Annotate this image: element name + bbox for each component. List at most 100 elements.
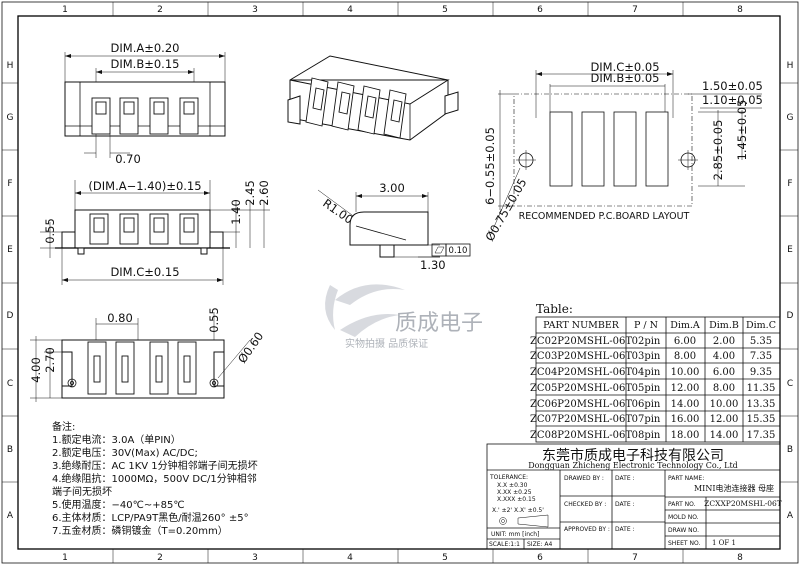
note-line: 3.绝缘耐压：AC 1KV 1分钟相邻端子间无损坏 bbox=[52, 459, 258, 472]
dim-a-label: DIM.A±0.20 bbox=[111, 41, 180, 55]
front-terminals bbox=[91, 97, 199, 135]
pcb-layout: DIM.C±0.05 DIM.B±0.05 1.50±0.05 1.10±0.0… bbox=[482, 60, 762, 244]
approved-by-label: APPROVED BY : bbox=[564, 526, 610, 533]
row-label-right: G bbox=[787, 113, 794, 123]
col-label-bottom: 5 bbox=[442, 553, 448, 563]
tolerance-label: TOLERANCE: bbox=[489, 474, 528, 481]
pitch-label: 0.70 bbox=[115, 152, 141, 166]
table-cell: 9.35 bbox=[750, 367, 772, 378]
table-cell: 2.00 bbox=[713, 336, 735, 347]
table-cell: ZC04P20MSHL-06T bbox=[530, 367, 632, 378]
row-label-left: H bbox=[7, 61, 14, 71]
bottom-pitch-label: 0.80 bbox=[107, 311, 133, 325]
table-cell: 5.35 bbox=[750, 336, 772, 347]
flatness-callout: 0.10 bbox=[431, 243, 471, 257]
angle-tolerance: X.' ±2' X.X' ±0.5' bbox=[492, 507, 544, 514]
side-view: (DIM.A−1.40)±0.15 1.40 2.45 2.60 0.55 DI… bbox=[40, 179, 271, 285]
side-terminals bbox=[89, 213, 199, 245]
table-header: Dim.A bbox=[670, 320, 700, 331]
table-title: Table: bbox=[536, 302, 573, 316]
col-label-top: 5 bbox=[442, 5, 448, 15]
table-cell: 14.00 bbox=[671, 399, 700, 410]
note-line: 5.使用温度：−40℃~+85℃ bbox=[52, 498, 185, 511]
notes: 备注: 1.额定电流：3.0A（单PIN） 2.额定电压：30V(Max) AC… bbox=[52, 420, 258, 537]
flatness-tol-label: 0.10 bbox=[449, 246, 468, 256]
note-line: 2.额定电压：30V(Max) AC/DC; bbox=[52, 446, 198, 459]
col-label-top: 4 bbox=[347, 5, 353, 15]
table-cell: ZC08P20MSHL-06T bbox=[530, 430, 632, 441]
checked-by-label: CHECKED BY : bbox=[564, 501, 606, 508]
col-label-top: 7 bbox=[632, 5, 638, 15]
table-cell: 08pin bbox=[632, 430, 661, 441]
table-header: PART NUMBER bbox=[543, 320, 620, 331]
note-line: 6.主体材质：LCP/PA9T黑色/耐温260° ±5° bbox=[52, 511, 249, 524]
iso-terminals bbox=[305, 77, 407, 139]
note-line: 4.绝缘阻抗：1000MΩ，500V DC/1分钟相邻 bbox=[52, 472, 257, 485]
table-cell: 7.35 bbox=[750, 351, 772, 362]
profile-width-label: 3.00 bbox=[379, 181, 405, 195]
row-label-right: E bbox=[787, 245, 793, 255]
side-h3-label: 2.60 bbox=[257, 180, 271, 206]
mold-no-label: MOLD NO. bbox=[668, 514, 699, 521]
note-line: 1.额定电流：3.0A（单PIN） bbox=[52, 433, 181, 446]
pcb-caption: RECOMMENDED P.C.BOARD LAYOUT bbox=[519, 211, 690, 222]
col-label-bottom: 6 bbox=[537, 553, 543, 563]
col-label-bottom: 1 bbox=[62, 553, 68, 563]
row-label-right: H bbox=[787, 61, 794, 71]
part-no-value: ZCXXP20MSHL-06T bbox=[704, 499, 782, 508]
unit-label: UNIT: mm [inch] bbox=[491, 531, 539, 538]
table-cell: 14.00 bbox=[710, 430, 739, 441]
table-header: Dim.C bbox=[746, 320, 776, 331]
table-cell: 07pin bbox=[632, 414, 661, 425]
table-cell: 10.00 bbox=[671, 367, 700, 378]
table-cell: 8.00 bbox=[674, 351, 696, 362]
table-cell: ZC02P20MSHL-06T bbox=[530, 336, 632, 347]
table-cell: 05pin bbox=[632, 383, 661, 394]
col-label-top: 6 bbox=[537, 5, 543, 15]
pcb-d2-label: 1.10±0.05 bbox=[702, 93, 763, 107]
pcb-dim-b-label: DIM.B±0.05 bbox=[591, 71, 660, 85]
isometric-view bbox=[287, 55, 459, 141]
profile-height-label: 1.30 bbox=[420, 258, 446, 272]
table-cell: ZC06P20MSHL-06T bbox=[530, 399, 632, 410]
pcb-d5-label: 6−0.55±0.05 bbox=[483, 127, 497, 205]
table-cell: 11.35 bbox=[747, 383, 776, 394]
row-label-right: C bbox=[787, 379, 793, 389]
dim-b-label: DIM.B±0.15 bbox=[111, 57, 180, 71]
row-label-right: D bbox=[787, 311, 794, 321]
row-label-right: F bbox=[787, 179, 792, 189]
sheet-no-label: SHEET NO. bbox=[668, 540, 700, 547]
table-cell: ZC03P20MSHL-06T bbox=[530, 351, 632, 362]
watermark-name: 质成电子 bbox=[395, 311, 483, 336]
watermark-slogan: 实物拍摄 品质保证 bbox=[345, 337, 428, 350]
side-left-label: 0.55 bbox=[43, 218, 57, 244]
date-label: DATE : bbox=[615, 526, 635, 533]
table-cell: 02pin bbox=[632, 336, 661, 347]
notes-heading: 备注: bbox=[52, 420, 75, 433]
bottom-h2-label: 4.00 bbox=[29, 357, 43, 383]
col-label-top: 3 bbox=[252, 5, 258, 15]
col-label-top: 2 bbox=[157, 5, 163, 15]
table-cell: 10.00 bbox=[710, 399, 739, 410]
bottom-view: 0.80 0.55 4.00 2.70 Ø0.60 bbox=[29, 307, 266, 402]
table-cell: 6.00 bbox=[713, 367, 735, 378]
part-name-label: PART NAME: bbox=[668, 475, 704, 482]
row-label-right: B bbox=[787, 445, 793, 455]
company-name-en: Dongguan Zhicheng Electronic Technology … bbox=[528, 461, 738, 470]
row-label-left: A bbox=[7, 511, 14, 521]
bottom-hole-label: Ø0.60 bbox=[235, 329, 266, 365]
draw-no-label: DRAW NO. bbox=[668, 527, 699, 534]
table-cell: 12.00 bbox=[710, 414, 739, 425]
tolerance-line: X.X ±0.30 bbox=[497, 482, 528, 489]
table-cell: 03pin bbox=[632, 351, 661, 362]
row-label-left: C bbox=[7, 379, 13, 389]
col-label-bottom: 7 bbox=[632, 553, 638, 563]
table-cell: 16.00 bbox=[671, 414, 700, 425]
table-cell: 15.35 bbox=[747, 414, 776, 425]
side-h1-label: 1.40 bbox=[229, 199, 243, 225]
bottom-terminals bbox=[87, 341, 197, 395]
tolerance-line: X.XX ±0.25 bbox=[497, 489, 532, 496]
table-cell: 13.35 bbox=[747, 399, 776, 410]
